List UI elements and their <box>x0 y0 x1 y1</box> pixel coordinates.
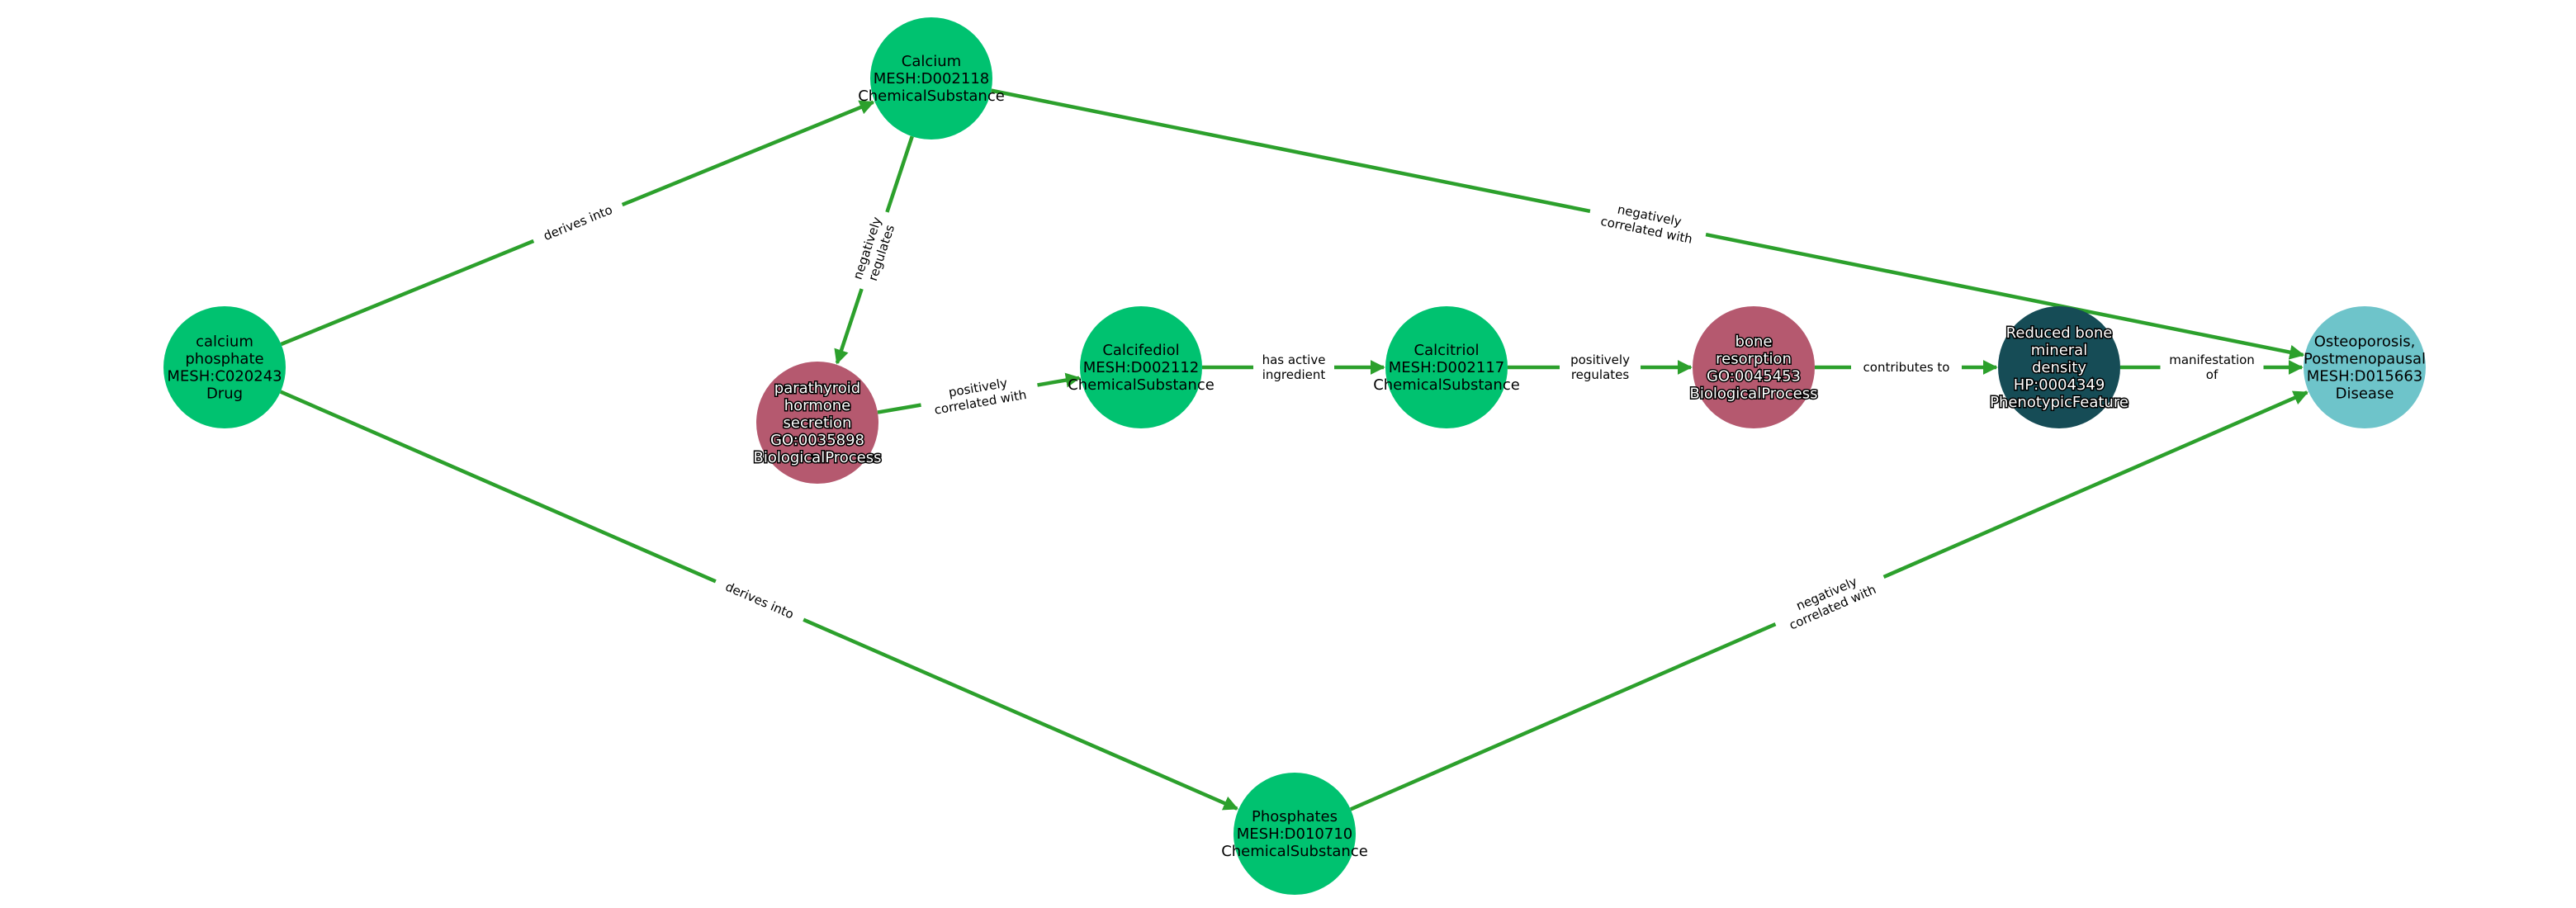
node-label-line: MESH:D002118 <box>874 70 990 87</box>
edge-label-text: manifestation <box>2169 352 2255 367</box>
node-label-line: Calcium <box>902 53 961 70</box>
edge-label-background <box>918 368 1040 422</box>
edge-label: derives into <box>712 573 807 628</box>
node-label-line: ChemicalSubstance <box>858 87 1005 105</box>
node-label-line: density <box>2032 359 2086 376</box>
edge-label-text: derives into <box>542 202 615 244</box>
edge-label-background <box>530 196 626 250</box>
node-label-line: Calcifediol <box>1102 342 1179 359</box>
node-label-line: BiologicalProcess <box>1689 385 1817 403</box>
edge-label-text: derives into <box>723 579 796 622</box>
node-label-line: MESH:D002112 <box>1083 359 1200 376</box>
node-label-line: MESH:C020243 <box>167 368 282 385</box>
node-label-line: MESH:D010710 <box>1237 825 1353 843</box>
node-pth[interactable]: parathyroidhormonesecretionGO:0035898Bio… <box>752 362 883 484</box>
edge-label-text: ingredient <box>1262 367 1326 382</box>
node-label-line: phosphate <box>185 351 263 368</box>
node-label-line: bone <box>1735 333 1773 351</box>
node-label-line: GO:0035898 <box>770 432 864 449</box>
edge-label-text: of <box>2206 367 2218 382</box>
node-circle[interactable] <box>163 306 286 428</box>
node-label-line: mineral <box>2031 342 2087 359</box>
edge-label-text: contributes to <box>1863 360 1950 375</box>
edge-label-background <box>1253 351 1334 384</box>
edge-label-text: regulates <box>1571 367 1630 382</box>
node-label-line: Disease <box>2336 385 2394 403</box>
node-circle[interactable] <box>1998 306 2120 428</box>
node-label-line: ChemicalSubstance <box>1068 376 1215 394</box>
node-label-line: HP:0004349 <box>2014 376 2105 394</box>
node-label-line: parathyroid <box>774 380 860 397</box>
node-circle[interactable] <box>1234 773 1356 895</box>
node-label-line: Osteoporosis, <box>2314 333 2416 351</box>
edge-calcium_phosphate-calcium: derives into <box>280 100 875 347</box>
node-label-line: Drug <box>206 385 243 403</box>
edge-label-background <box>845 206 903 295</box>
nodes-layer: calciumphosphateMESH:C020243DrugCalciumM… <box>163 17 2426 895</box>
node-label-line: PhenotypicFeature <box>1990 394 2129 411</box>
node-circle[interactable] <box>1080 306 1202 428</box>
edge-label-background <box>1560 351 1641 384</box>
edge-label: derives into <box>530 196 626 250</box>
node-reduced_bmd[interactable]: Reduced bonemineraldensityHP:0004349Phen… <box>1989 306 2129 428</box>
node-label-line: Phosphates <box>1252 808 1338 825</box>
edge-label-background <box>712 573 807 628</box>
node-label-line: Reduced bone <box>2006 324 2113 342</box>
node-circle[interactable] <box>2304 306 2426 428</box>
edge-label: contributes to <box>1851 358 1962 376</box>
node-label-line: MESH:D015663 <box>2307 368 2423 385</box>
edge-label-background <box>1586 195 1710 251</box>
edge-label-background <box>2160 351 2264 384</box>
node-label-line: calcium <box>196 333 253 351</box>
node-label-line: ChemicalSubstance <box>1373 376 1520 394</box>
node-label-line: BiologicalProcess <box>753 449 881 466</box>
node-bone_resorption[interactable]: boneresorptionGO:0045453BiologicalProces… <box>1688 306 1819 428</box>
node-label-line: secretion <box>784 414 852 432</box>
node-label-line: MESH:D002117 <box>1389 359 1505 376</box>
node-circle[interactable] <box>1693 306 1815 428</box>
node-circle[interactable] <box>756 362 878 484</box>
node-label-line: GO:0045453 <box>1707 368 1801 385</box>
node-label-line: hormone <box>784 397 851 414</box>
node-circle[interactable] <box>870 17 992 140</box>
node-circle[interactable] <box>1385 306 1508 428</box>
edge-label-background <box>1769 561 1891 640</box>
edge-label-text: positively <box>1570 352 1630 367</box>
node-label-line: Calcitriol <box>1414 342 1480 359</box>
edges-layer: derives into derives into negativelyregula… <box>279 88 2308 811</box>
node-label-line: Postmenopausal <box>2304 351 2426 368</box>
node-label-line: ChemicalSubstance <box>1221 843 1368 860</box>
edge-bone_resorption-reduced_bmd: contributes to <box>1815 358 1998 376</box>
node-osteoporosis[interactable]: Osteoporosis,PostmenopausalMESH:D015663D… <box>2304 306 2426 428</box>
node-label-line: resorption <box>1716 351 1792 368</box>
edge-label-background <box>1851 358 1962 376</box>
edge-label-text: has active <box>1262 352 1326 367</box>
